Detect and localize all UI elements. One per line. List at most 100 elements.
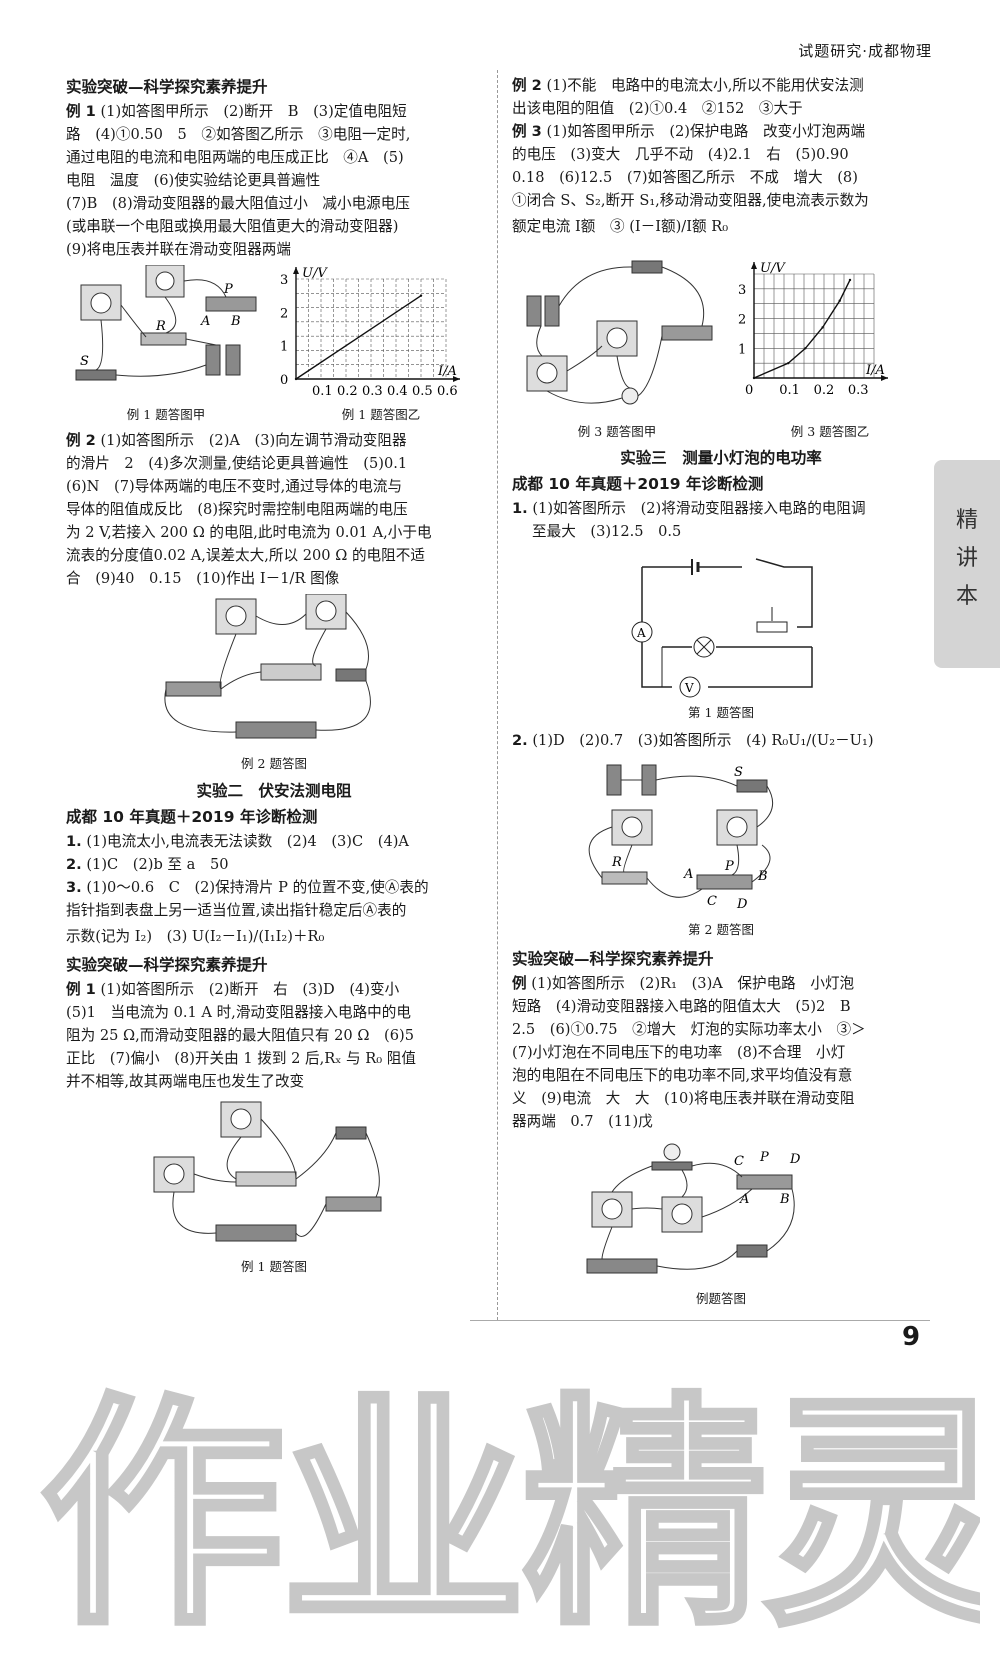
y-tick-label: 2: [738, 313, 746, 328]
meter-dial-icon: [601, 1198, 623, 1220]
left-column: 实验突破—科学探究素养提升 例 1 (1)如答图甲所示 (2)断开 B (3)定…: [66, 74, 482, 1281]
meter-dial-icon: [163, 1163, 185, 1185]
meter-dial-icon: [315, 600, 337, 622]
label-s: S: [734, 765, 743, 780]
y-tick-label: 1: [280, 340, 288, 355]
text-line: (1)电流太小,电流表无法读数 (2)4 (3)C (4)A: [86, 833, 409, 850]
side-tab-char: 精: [955, 508, 978, 533]
text-line: 流表的分度值0.02 A,误差太大,所以 200 Ω 的电阻不适: [66, 547, 425, 564]
label-c: C: [707, 894, 717, 909]
text-line: (7)B (8)滑动变阻器的最大阻值过小 减小电源电压: [66, 195, 410, 212]
figure-caption: 例 3 题答图乙: [790, 424, 870, 439]
ammeter-symbol: [631, 621, 653, 643]
figure-example-final: C P D A B 例题答图: [512, 1137, 930, 1312]
bulb-icon: [663, 1143, 681, 1161]
text-line: (或串联一个电阻或换用最大阻值更大的滑动变阻器): [66, 218, 399, 235]
text-line: 义 (9)电流 大 大 (10)将电压表并联在滑动变阻: [512, 1090, 855, 1107]
label-a: A: [683, 867, 693, 882]
label-b: B: [230, 314, 241, 329]
x-axis-label: I/A: [437, 364, 457, 379]
data-point: [294, 377, 298, 381]
battery-icon: [544, 295, 560, 327]
circuit-diagram: [164, 594, 371, 739]
footer-rule: [470, 1320, 930, 1321]
example-label: 例 1: [66, 103, 96, 120]
switch-icon: [335, 668, 367, 682]
side-tab-char: 本: [955, 584, 978, 609]
meter-dial-icon: [726, 816, 748, 838]
x-tick-label: 0.3: [848, 383, 869, 398]
text-line: 导体的阻值成反比 (8)探究时需控制电阻两端的电压: [66, 501, 408, 518]
text-line: 短路 (4)滑动变阻器接入电路的阻值太大 (5)2 B: [512, 998, 851, 1015]
battery-icon: [215, 1224, 297, 1242]
text-line: 器两端 0.7 (11)戊: [512, 1113, 653, 1130]
data-point: [752, 376, 756, 380]
series-line: [295, 295, 422, 380]
battery-icon: [235, 721, 317, 739]
battery-icon: [205, 344, 221, 376]
meter-dial-icon: [155, 271, 175, 291]
text-line: 电阻 温度 (6)使实验结论更具普遍性: [66, 172, 321, 189]
text-line: 路 (4)①0.50 5 ②如答图乙所示 ③电阻一定时,: [66, 126, 411, 143]
resistor-icon: [235, 1171, 297, 1187]
figure-q1: A V 第 1 题答图: [512, 547, 930, 722]
y-tick-label: 3: [280, 273, 288, 288]
figure-caption: 例 1 题答图乙: [341, 407, 421, 422]
example-2-right: 例 2 (1)不能 电路中的电流太小,所以不能用伏安法测 出该电阻的阻值 (2)…: [512, 74, 930, 120]
text-line: 0.18 (6)12.5 (7)如答图乙所示 不成 增大 (8): [512, 169, 858, 186]
x-axis-arrow-icon: [453, 376, 460, 382]
data-point: [848, 278, 852, 282]
question-label: 3.: [66, 879, 82, 896]
circuit-schematic: A V: [631, 558, 813, 698]
text-line: 合 (9)40 0.15 (10)作出 I－1/R 图像: [66, 570, 340, 587]
figure-caption: 例 1 题答图甲: [126, 407, 206, 422]
question-label: 2.: [66, 856, 82, 873]
section-heading: 实验突破—科学探究素养提升: [512, 950, 714, 968]
x-tick-label: 0.5: [412, 384, 433, 399]
label-ammeter: A: [636, 626, 646, 640]
data-point: [821, 326, 824, 329]
meter-dial-icon: [225, 605, 247, 627]
x-tick-label: 0.1: [312, 384, 333, 399]
bulb-icon: [621, 387, 639, 405]
watermark: 作业精灵: [38, 1371, 981, 1651]
rheostat-icon: [165, 681, 222, 697]
rheostat-icon: [696, 874, 753, 890]
text-line: 额定电流 I额 ③ (I－I额)/I额 R₀: [512, 218, 729, 235]
battery-icon: [606, 764, 622, 796]
y-tick-label: 3: [738, 283, 746, 298]
data-point: [838, 299, 841, 302]
figure-caption: 例 1 题答图: [241, 1259, 307, 1274]
text-line: 的滑片 2 (4)多次测量,使结论更具普遍性 (5)0.1: [66, 455, 408, 472]
text-line: (1)0～0.6 C (2)保持滑片 P 的位置不变,使Ⓐ表的: [86, 879, 429, 896]
text-line: 示数(记为 I₂) (3) U(I₂－I₁)/(I₁I₂)＋R₀: [66, 928, 325, 945]
x-tick-label: 0.3: [362, 384, 383, 399]
column-divider: [497, 70, 498, 1320]
circuit-diagram: [153, 1101, 382, 1242]
meter-dial-icon: [606, 327, 628, 349]
voltmeter-symbol: [679, 676, 701, 698]
section-heading: 成都 10 年真题＋2019 年诊断检测: [66, 808, 318, 826]
data-point: [787, 361, 790, 365]
example-final: 例 (1)如答图所示 (2)R₁ (3)A 保护电路 小灯泡 短路 (4)滑动变…: [512, 972, 930, 1133]
meter-dial-icon: [90, 292, 112, 314]
text-line: 并不相等,故其两端电压也发生了改变: [66, 1073, 305, 1090]
text-line: 泡的电阻在不同电压下的电功率不同,求平均值没有意: [512, 1067, 853, 1084]
figure-q2: S R A P B C D 第 2 题答图: [512, 760, 930, 942]
y-tick-label: 2: [280, 306, 288, 321]
text-line: (1)D (2)0.7 (3)如答图所示 (4) R₀U₁/(U₂－U₁): [532, 732, 874, 749]
label-a: A: [200, 314, 210, 329]
text-line: (6)N (7)导体两端的电压不变时,通过导体的电流与: [66, 478, 403, 495]
text-line: (1)如答图所示 (2)A (3)向左调节滑动变阻器: [100, 432, 407, 449]
text-line: (5)1 当电流为 0.1 A 时,滑动变阻器接入电路中的电: [66, 1004, 411, 1021]
right-column: 例 2 (1)不能 电路中的电流太小,所以不能用伏安法测 出该电阻的阻值 (2)…: [512, 74, 930, 1316]
meter-dial-icon: [621, 816, 643, 838]
y-axis-label: U/V: [302, 266, 328, 281]
y-axis-arrow-icon: [751, 262, 757, 269]
text-line: 至最大 (3)12.5 0.5: [532, 523, 682, 540]
text-line: ①闭合 S、S₂,断开 S₁,移动滑动变阻器,使电流表示数为: [512, 192, 869, 209]
resistor-icon: [140, 332, 187, 346]
example-label: 例 3: [512, 123, 542, 140]
